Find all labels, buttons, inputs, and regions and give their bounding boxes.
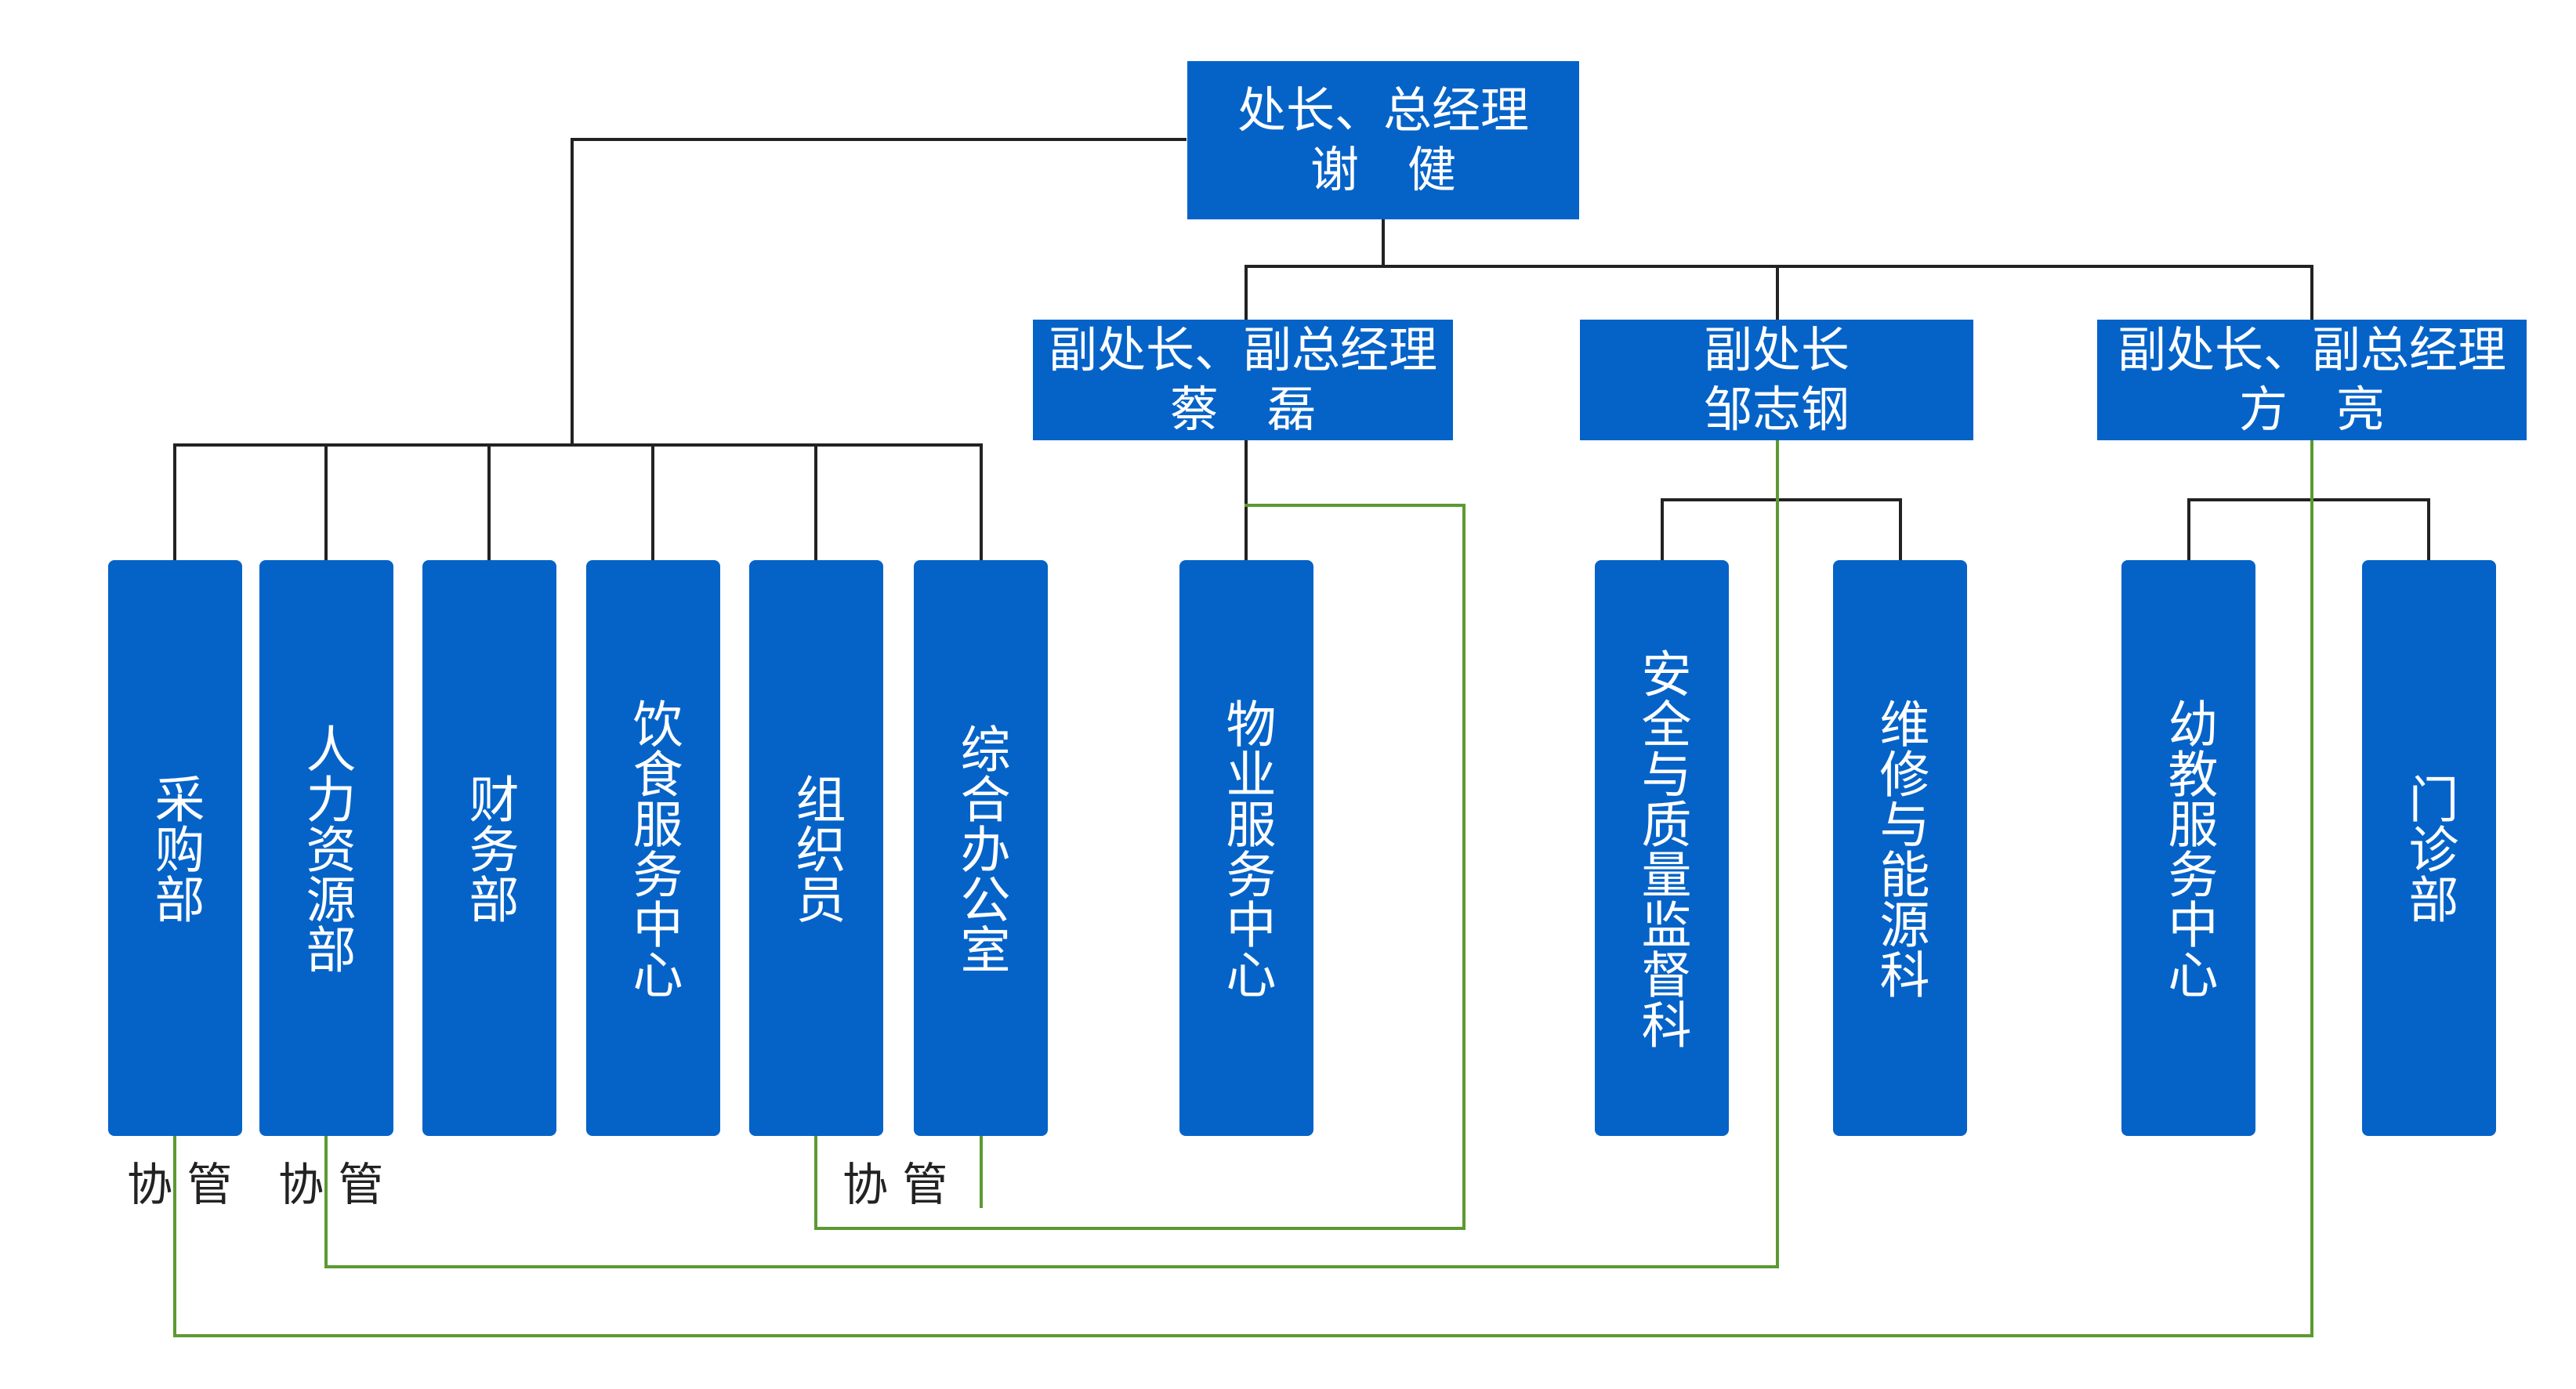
dept-label: 财务部	[460, 772, 519, 924]
director-name: 谢 健	[1310, 141, 1456, 198]
dept-label: 采购部	[146, 772, 205, 924]
dept-label: 饮食服务中心	[624, 697, 683, 999]
dept-label: 安全与质量监督科	[1632, 647, 1691, 1049]
dept-label: 物业服务中心	[1217, 697, 1276, 999]
connector-top-to-left-group	[571, 138, 1187, 447]
comanage-line-cai	[814, 504, 1466, 1230]
deputy-name: 方 亮	[2238, 381, 2385, 438]
dept-label: 人力资源部	[297, 722, 356, 974]
dept-label: 综合办公室	[951, 722, 1010, 974]
deputy-box-fang: 副处长、副总经理 方 亮	[2097, 320, 2527, 440]
deputy-name: 蔡 磊	[1169, 381, 1316, 438]
dept-kindergarten: 幼教服务中心	[2121, 560, 2255, 1136]
dept-label: 幼教服务中心	[2159, 697, 2218, 999]
deputy-title: 副处长	[1703, 321, 1850, 378]
deputy-title: 副处长、副总经理	[1048, 321, 1437, 378]
dept-organizer: 组织员	[749, 560, 883, 1136]
deputy-title: 副处长、副总经理	[2117, 321, 2506, 378]
deputy-box-zou: 副处长 邹志钢	[1580, 320, 1973, 440]
deputy-box-cai: 副处长、副总经理 蔡 磊	[1033, 320, 1453, 440]
dept-label: 组织员	[787, 772, 846, 924]
comanage-note: 协 管	[842, 1158, 948, 1211]
comanage-line-zou	[324, 439, 1779, 1268]
director-title: 处长、总经理	[1237, 81, 1529, 139]
dept-finance: 财务部	[422, 560, 556, 1136]
dept-maintenance-energy: 维修与能源科	[1833, 560, 1967, 1136]
dept-clinic: 门诊部	[2362, 560, 2496, 1136]
deputy-name: 邹志钢	[1703, 381, 1850, 438]
dept-hr: 人力资源部	[259, 560, 393, 1136]
comanage-note: 协 管	[278, 1158, 384, 1211]
dept-safety-quality: 安全与质量监督科	[1595, 560, 1729, 1136]
dept-label: 维修与能源科	[1871, 697, 1929, 999]
comanage-line-fang	[173, 439, 2313, 1337]
director-box: 处长、总经理 谢 健	[1187, 61, 1579, 219]
dept-label: 门诊部	[2400, 772, 2458, 924]
dept-property-service: 物业服务中心	[1179, 560, 1313, 1136]
dept-general-office: 综合办公室	[914, 560, 1048, 1136]
comanage-note: 协 管	[127, 1158, 233, 1211]
dept-procurement: 采购部	[108, 560, 242, 1136]
dept-catering: 饮食服务中心	[586, 560, 720, 1136]
